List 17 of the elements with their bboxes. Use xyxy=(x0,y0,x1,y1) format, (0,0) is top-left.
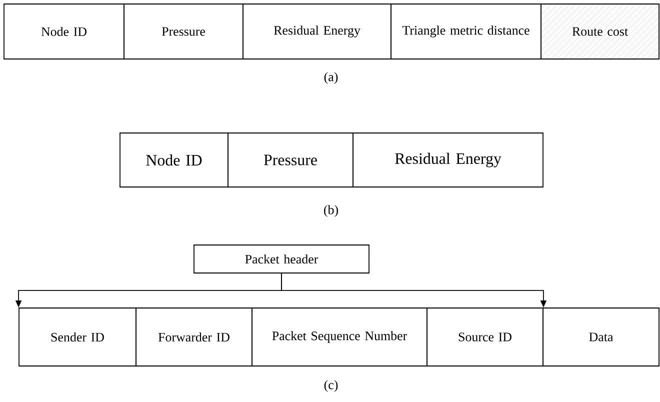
field-cell: Route cost xyxy=(540,4,660,60)
caption: (a) xyxy=(324,72,338,84)
field-cell: Sender ID xyxy=(18,308,136,366)
field-cell: Source ID xyxy=(426,308,544,366)
field-cell: Packet Sequence Number xyxy=(252,308,428,366)
field-cell: Forwarder ID xyxy=(136,308,252,366)
field-cell: Residual Energy xyxy=(352,132,544,188)
caption: (c) xyxy=(324,380,338,392)
caption: (b) xyxy=(324,205,338,217)
field-cell: Triangle metric distance xyxy=(390,4,542,60)
field-cell: Residual Energy xyxy=(242,4,392,60)
field-cell: Node ID xyxy=(4,4,124,60)
field-cell: Pressure xyxy=(124,4,244,60)
field-cell: Node ID xyxy=(120,132,228,188)
field-cell: Pressure xyxy=(228,132,354,188)
header-box: Packet header xyxy=(194,244,370,274)
field-cell: Data xyxy=(542,308,660,366)
